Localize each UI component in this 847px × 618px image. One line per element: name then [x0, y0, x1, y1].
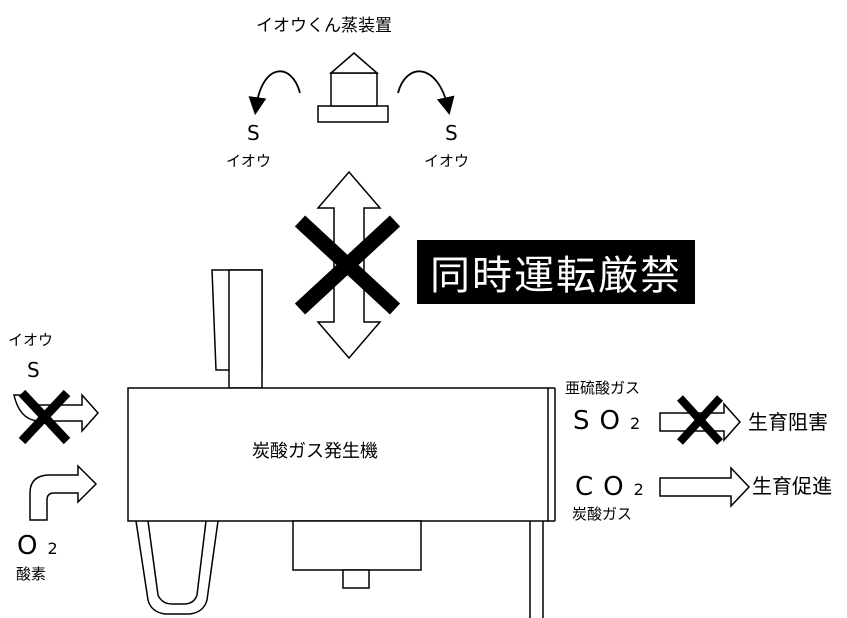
- input-oxygen-formula: O2: [17, 533, 68, 559]
- vaporizer-device: [317, 52, 389, 123]
- output-co2-name: 炭酸ガス: [572, 505, 633, 523]
- prohibit-cross-input: [18, 389, 71, 445]
- simultaneous-operation-warning: 同時運転厳禁: [417, 240, 695, 304]
- output-co2-symbol: CO: [575, 472, 634, 502]
- release-arrow-right: [397, 70, 455, 116]
- sulfur-left-symbol: S: [247, 121, 260, 145]
- co2-output-arrow: [659, 466, 751, 508]
- generator-handle: [135, 520, 219, 615]
- output-so2-formula: SO2: [573, 408, 650, 434]
- output-co2-subscript: 2: [633, 480, 654, 499]
- prohibit-cross-large: [294, 215, 401, 315]
- oxygen-input-arrow: [29, 464, 98, 521]
- output-so2-symbol: SO: [573, 406, 630, 436]
- output-so2-name: 亜硫酸ガス: [565, 379, 641, 397]
- sulfur-right-name: イオウ: [424, 152, 470, 170]
- generator-base: [292, 520, 422, 589]
- generator-chimney: [211, 269, 263, 389]
- generator-label: 炭酸ガス発生機: [252, 441, 378, 462]
- output-co2-effect: 生育促進: [752, 474, 832, 498]
- sulfur-right-symbol: S: [445, 121, 458, 145]
- release-arrow-left: [248, 70, 301, 116]
- output-co2-formula: CO2: [575, 474, 654, 500]
- prohibit-cross-output: [677, 395, 723, 445]
- sulfur-left-name: イオウ: [226, 152, 272, 170]
- output-so2-subscript: 2: [629, 414, 651, 433]
- vaporizer-title: イオウくん蒸装置: [256, 16, 392, 36]
- input-sulfur-name: イオウ: [8, 331, 54, 349]
- input-sulfur-symbol: S: [27, 358, 40, 382]
- input-oxygen-subscript: 2: [47, 539, 68, 558]
- generator-leg: [529, 521, 544, 618]
- input-oxygen-name: 酸素: [16, 565, 47, 583]
- output-so2-effect: 生育阻害: [748, 410, 828, 434]
- input-oxygen-symbol: O: [17, 531, 48, 561]
